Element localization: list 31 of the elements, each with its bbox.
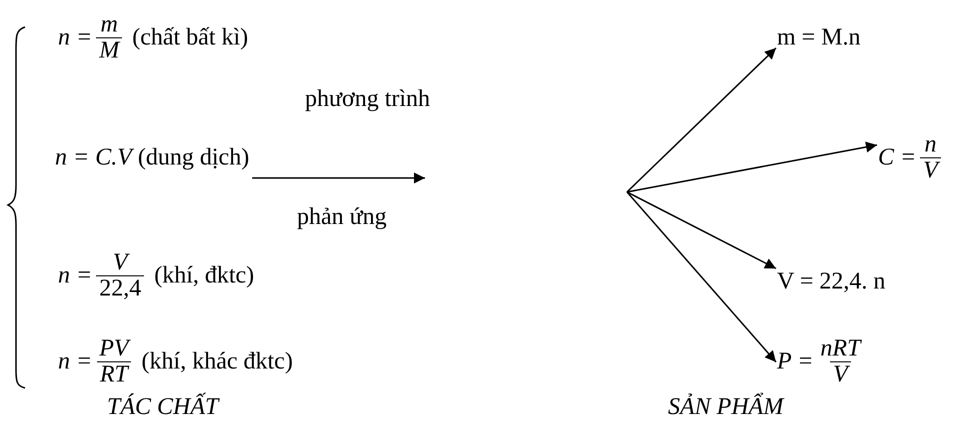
- formula-text: P =: [777, 348, 814, 376]
- fraction-numerator: m: [100, 12, 119, 38]
- arrow: [626, 142, 878, 193]
- fraction-denominator: M: [96, 38, 122, 64]
- arrow-label: phản ứng: [297, 204, 387, 230]
- arrow: [626, 192, 777, 362]
- formula-text: n =: [58, 262, 92, 290]
- formula-text: V = 22,4. n: [777, 268, 886, 296]
- condition-note: (khí, đktc): [154, 262, 254, 290]
- fraction-denominator: V: [830, 362, 851, 388]
- formula-text: n =: [58, 24, 92, 52]
- fraction-denominator: RT: [96, 362, 131, 388]
- formula-text: m = M.n: [777, 24, 861, 52]
- formula-text: n =: [58, 348, 92, 376]
- arrow: [626, 191, 776, 270]
- fraction-denominator: 22,4: [96, 276, 144, 302]
- formula-text: C =: [878, 144, 916, 172]
- condition-note: (dung dịch): [138, 144, 250, 172]
- formula-text: n = C.V: [55, 144, 132, 172]
- arrow: [626, 47, 777, 193]
- fraction-numerator: PV: [98, 336, 132, 362]
- arrow-label: phương trình: [305, 86, 430, 112]
- condition-note: (khí, khác đktc): [142, 348, 293, 376]
- section-caption: SẢN PHẨM: [668, 394, 784, 420]
- section-caption: TÁC CHẤT: [107, 394, 218, 420]
- fraction-denominator: V: [920, 158, 941, 184]
- arrow: [252, 172, 425, 184]
- fraction-numerator: V: [112, 250, 131, 276]
- fraction-numerator: n: [924, 132, 938, 158]
- condition-note: (chất bất kì): [132, 24, 248, 52]
- fraction-numerator: nRT: [819, 336, 863, 362]
